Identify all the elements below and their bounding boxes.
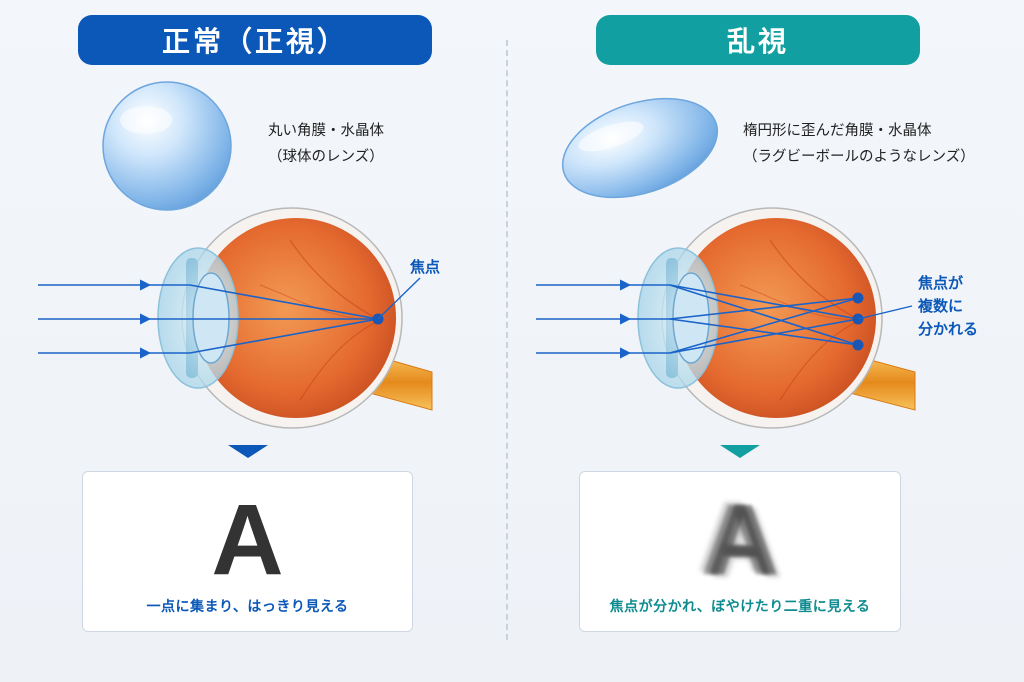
normal-lens-caption-line2: （球体のレンズ） — [268, 149, 384, 165]
blurred-letter-ghost-2: A — [710, 487, 784, 599]
multi-focus-label-line2: 複数に — [918, 297, 964, 315]
multi-focus-label: 焦点が 複数に 分かれる — [918, 272, 978, 341]
focal-point-dot-3 — [852, 339, 864, 351]
blurred-letter-main: A — [706, 484, 780, 596]
astig-lens-caption-line1: 楕円形に歪んだ角膜・水晶体 — [743, 123, 932, 139]
round-lens-icon — [102, 81, 232, 211]
astig-lens-caption: 楕円形に歪んだ角膜・水晶体 （ラグビーボールのようなレンズ） — [743, 118, 975, 170]
normal-vision-title: 正常（正視） — [78, 15, 432, 65]
focal-point-leader — [377, 277, 421, 320]
normal-result-text: 一点に集まり、はっきり見える — [146, 599, 349, 615]
multi-focus-label-line3: 分かれる — [918, 320, 979, 338]
blurred-letter-ghost-1: A — [696, 481, 770, 593]
multi-focus-leader — [857, 305, 913, 320]
normal-lens-caption-line1: 丸い角膜・水晶体 — [268, 123, 384, 139]
focal-point-label: 焦点 — [410, 256, 440, 279]
normal-result-box: A 一点に集まり、はっきり見える — [82, 471, 413, 632]
astig-result-box: A A A A 焦点が分かれ、ぼやけたり二重に見える — [579, 471, 901, 632]
oval-lens-icon — [561, 97, 719, 199]
multi-focus-label-line1: 焦点が — [918, 274, 964, 292]
normal-lens-caption: 丸い角膜・水晶体 （球体のレンズ） — [268, 118, 384, 170]
normal-light-rays — [38, 279, 379, 359]
sharp-letter: A — [211, 484, 284, 596]
blurred-letter: A A A A — [580, 484, 900, 596]
focal-point-label-line1: 焦点 — [410, 258, 441, 276]
normal-eye-icon — [157, 207, 433, 429]
normal-down-arrow-icon — [228, 445, 268, 458]
astigmatism-title: 乱視 — [596, 15, 920, 65]
astig-light-rays — [536, 279, 859, 359]
focal-point-dot-1 — [852, 292, 864, 304]
center-divider — [506, 40, 508, 640]
astig-lens-caption-line2: （ラグビーボールのようなレンズ） — [743, 149, 975, 165]
astig-down-arrow-icon — [720, 445, 760, 458]
astig-result-text: 焦点が分かれ、ぼやけたり二重に見える — [609, 599, 871, 615]
blurred-letter-ghost-3: A — [700, 484, 774, 596]
